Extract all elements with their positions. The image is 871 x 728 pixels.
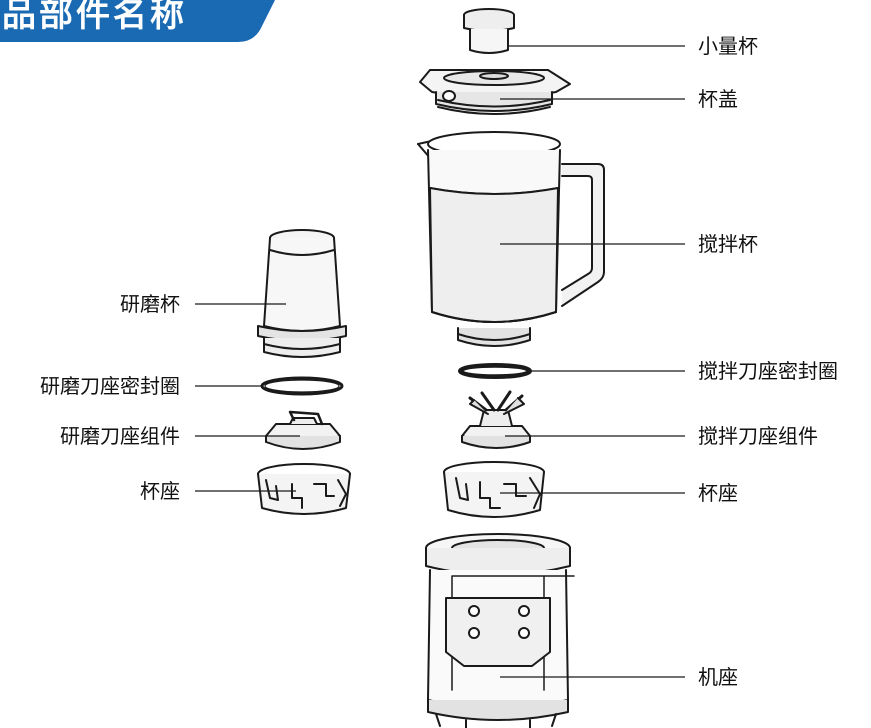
motor-base-part <box>425 533 575 728</box>
cup-base-right-part <box>443 461 545 518</box>
blend-seal-part <box>458 363 532 379</box>
label-motor-base: 机座 <box>698 665 738 689</box>
banner-title: 品部件名称 <box>2 0 187 35</box>
leader-lines <box>195 45 685 678</box>
label-cup-base-right: 杯座 <box>698 481 738 505</box>
label-grind-seal: 研磨刀座密封圈 <box>40 374 180 398</box>
small-cup-part <box>463 8 515 54</box>
label-lid: 杯盖 <box>698 87 738 111</box>
grind-cup-part <box>257 229 347 358</box>
label-blend-blade: 搅拌刀座组件 <box>698 424 818 448</box>
blend-blade-part <box>461 390 531 449</box>
grind-seal-part <box>260 376 344 396</box>
lid-part <box>419 69 571 115</box>
label-grind-blade: 研磨刀座组件 <box>60 424 180 448</box>
label-grind-cup: 研磨杯 <box>120 292 180 316</box>
label-small-cup: 小量杯 <box>698 34 758 58</box>
grind-blade-part <box>265 410 341 450</box>
label-blend-seal: 搅拌刀座密封圈 <box>698 359 838 383</box>
cup-base-left-part <box>257 463 351 515</box>
title-banner: 品部件名称 <box>0 0 275 42</box>
blend-jar-part <box>417 131 605 347</box>
label-blend-jar: 搅拌杯 <box>698 232 758 256</box>
label-cup-base-left: 杯座 <box>140 479 180 503</box>
